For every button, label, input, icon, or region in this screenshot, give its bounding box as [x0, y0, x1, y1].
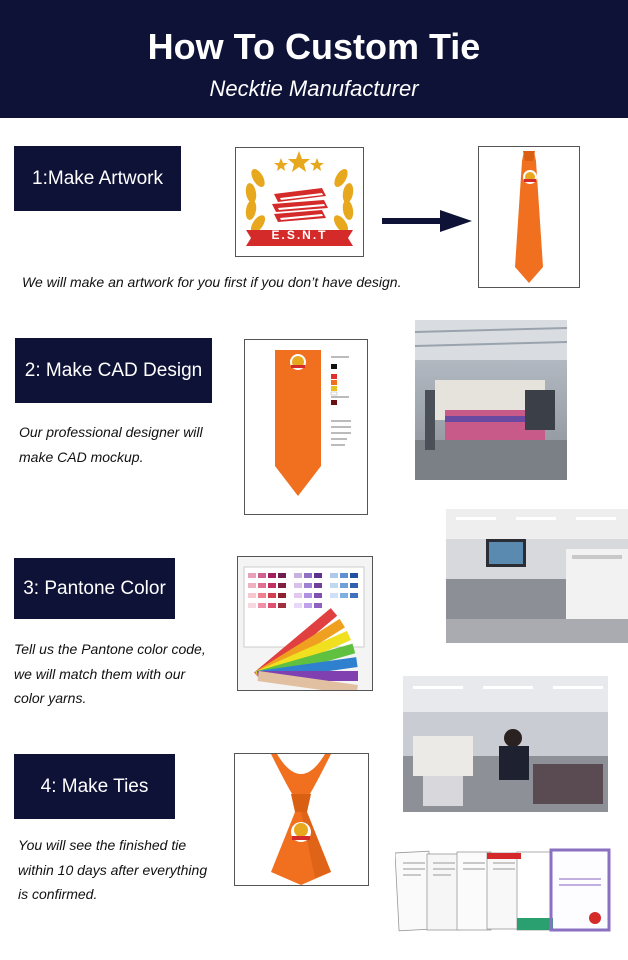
sewing-workshop-photo	[403, 676, 608, 812]
pantone-color-chart-image	[237, 556, 373, 691]
step-3-label: 3: Pantone Color	[14, 558, 175, 619]
cad-design-image	[244, 339, 368, 515]
finished-tie-photo	[234, 753, 369, 886]
esnt-logo-icon	[245, 151, 354, 246]
arrow-right-icon	[382, 210, 472, 232]
step-4-label: 4: Make Ties	[14, 754, 175, 819]
step-3-description: Tell us the Pantone color code, we will …	[14, 641, 206, 706]
page-title: How To Custom Tie	[147, 26, 481, 67]
logo-text: E.S.N.T	[271, 228, 328, 242]
step-1-label: 1:Make Artwork	[14, 146, 181, 211]
step-2-label: 2: Make CAD Design	[15, 338, 212, 403]
step-2-description: Our professional designer will make CAD …	[19, 424, 203, 465]
step-1-description: We will make an artwork for you first if…	[22, 274, 402, 290]
page-header: How To Custom Tie Necktie Manufacturer	[0, 0, 628, 118]
weaving-loom-photo	[415, 320, 567, 480]
certificates-image	[395, 848, 612, 933]
artwork-logo-image: E.S.N.T	[235, 147, 364, 257]
cutting-machine-photo	[446, 509, 628, 643]
page-subtitle: Necktie Manufacturer	[209, 76, 419, 101]
step-4-description: You will see the finished tie within 10 …	[18, 837, 208, 902]
tie-mockup-image	[478, 146, 580, 288]
